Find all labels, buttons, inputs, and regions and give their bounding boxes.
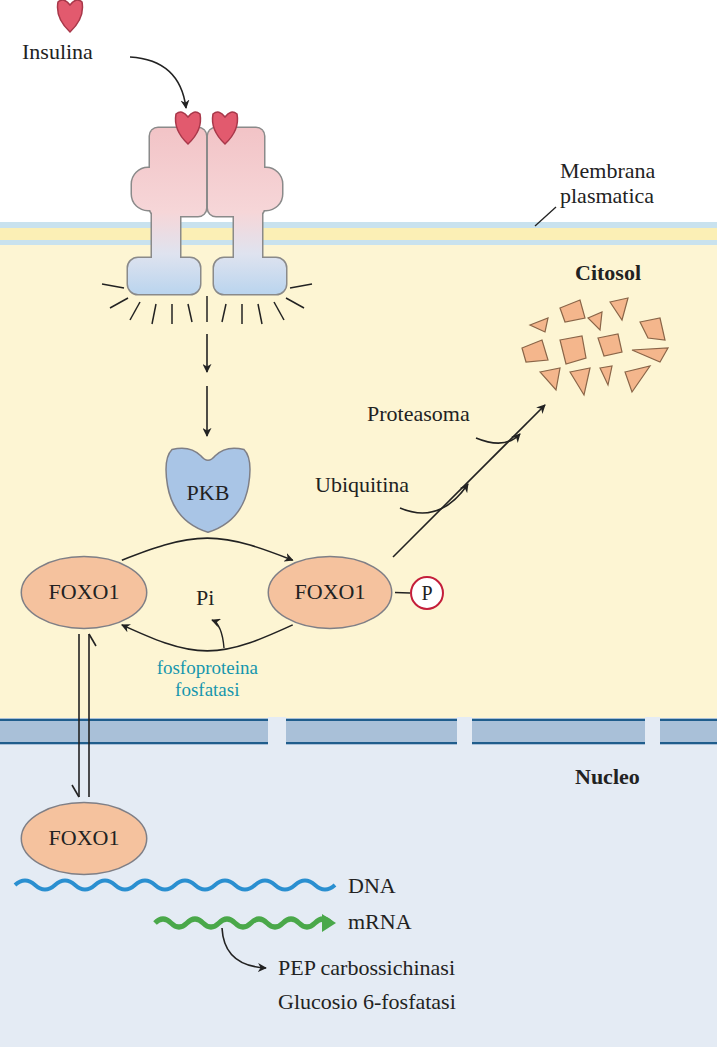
protein-ellipse-fill (21, 557, 146, 629)
node-label: PKB (187, 475, 230, 505)
node-label: P (421, 582, 432, 604)
insulin-receptor-part (206, 296, 208, 322)
insulin-receptor-part (208, 128, 312, 324)
mrna-strand (155, 919, 331, 927)
insulin-receptor (102, 112, 312, 324)
degradation-arrows-part (393, 405, 545, 557)
kinase-shape: PKB (163, 445, 253, 535)
insulin-receptor-part (213, 112, 238, 144)
background-part (268, 717, 286, 746)
connector-path (88, 634, 90, 797)
transcription-part (222, 928, 266, 968)
connector-path (395, 592, 410, 594)
degraded-fragments-part (530, 318, 548, 332)
arrowhead (72, 785, 79, 797)
background-part (0, 745, 717, 1047)
background-part (0, 718, 717, 745)
protein-ellipse-fill (21, 803, 146, 875)
degradation-arrows-part (476, 434, 520, 443)
enzyme-label: Glucosio 6-fosfatasi (278, 990, 456, 1014)
node-label: FOXO1 (49, 826, 120, 850)
phosphate-circle-fill (411, 577, 443, 609)
signal-arrows (206, 334, 208, 436)
degraded-fragments-part (560, 300, 585, 322)
degraded-fragments-part (632, 348, 668, 362)
dna-strand (15, 881, 335, 890)
pi-release-arrow (212, 620, 224, 648)
node-label: FOXO1 (49, 580, 120, 604)
degraded-fragments-part (598, 334, 622, 356)
background-part (0, 222, 717, 228)
connector-path (78, 634, 80, 797)
background-part (0, 240, 717, 245)
degraded-fragments-part (522, 340, 548, 362)
phospho-protein-ellipse-fill (268, 557, 391, 629)
connector (122, 538, 293, 560)
nucleic-acid-label: mRNA (348, 910, 412, 934)
kinase-shape-fill (166, 448, 250, 532)
complex-label: Proteasoma (367, 402, 470, 426)
connector-path (122, 538, 293, 560)
degraded-fragments-part (610, 298, 628, 320)
transcription (15, 881, 336, 969)
background-part (645, 717, 660, 746)
membrane-label: Membrana plasmatica (560, 158, 710, 209)
background-part (0, 0, 717, 222)
protein-ellipse: FOXO1 (20, 801, 148, 876)
degraded-fragments-part (560, 336, 586, 364)
degraded-fragments-part (570, 368, 590, 395)
degraded-fragments-part (588, 312, 602, 330)
degraded-fragments-part (640, 318, 665, 340)
insulin-receptor-part (176, 112, 201, 144)
molecule-label: Insulina (22, 40, 93, 64)
leader-line (535, 207, 556, 226)
degradation-arrows (393, 405, 545, 557)
background-part (0, 228, 717, 240)
degraded-fragments-part (600, 366, 612, 385)
insulin-receptor-part (102, 128, 206, 324)
insulin-molecule-part (130, 57, 186, 108)
region-heading: Citosol (575, 261, 641, 285)
connector-path (122, 625, 293, 651)
degraded-fragments-part (540, 368, 560, 390)
background-part (457, 717, 472, 746)
nucleic-acid-label: DNA (348, 874, 396, 898)
phospho-protein-ellipse: FOXO1 (267, 555, 393, 630)
enzyme-label: fosfoproteina fosfatasi (127, 657, 287, 701)
phosphate-label: Pi (196, 586, 214, 610)
node-label: FOXO1 (295, 580, 366, 604)
background-part (0, 245, 717, 718)
phosphate-circle: P (410, 576, 444, 610)
connector (72, 634, 96, 797)
molecule-label: Ubiquitina (315, 473, 409, 497)
background-part (0, 719, 717, 721)
signal-arrows-part (206, 334, 208, 372)
insulin-molecule-part (58, 0, 83, 32)
arrowhead (89, 634, 96, 646)
mrna-arrowhead (322, 914, 336, 932)
degradation-arrows-part (400, 484, 468, 513)
protein-ellipse: FOXO1 (20, 555, 148, 630)
degraded-fragments-part (625, 366, 650, 392)
enzyme-label: PEP carbossichinasi (278, 956, 455, 980)
pi-release-arrow-part (212, 620, 224, 648)
connector (395, 592, 410, 594)
region-heading: Nucleo (575, 765, 640, 789)
degraded-fragments (522, 298, 668, 395)
background-part (0, 742, 717, 744)
connector (122, 625, 293, 651)
signal-arrows-part (206, 386, 208, 436)
